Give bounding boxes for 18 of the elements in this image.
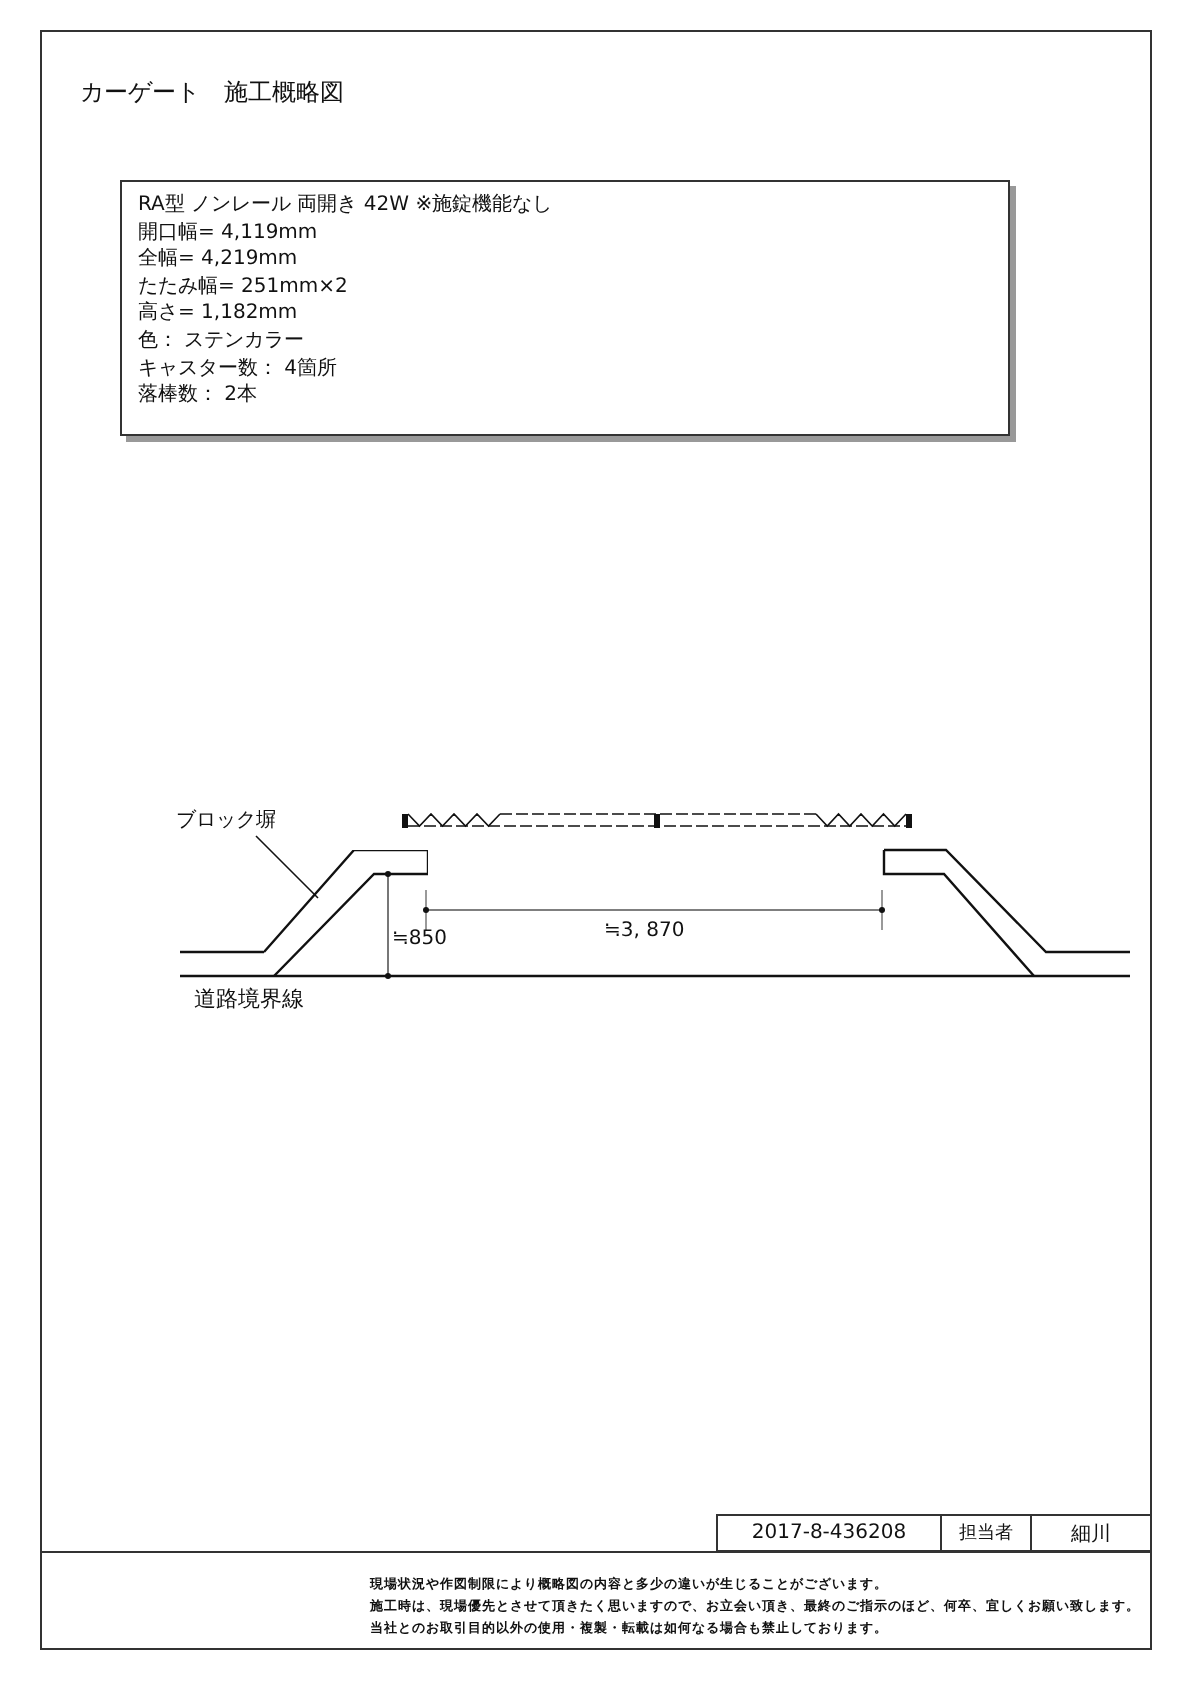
title-block-cell: 細川 [1030,1514,1152,1552]
spec-line: RA型 ノンレール 両開き 42W ※施錠機能なし [138,192,555,220]
drawing-title: カーゲート 施工概略図 [80,76,344,110]
spec-line: たたみ幅= 251mm×2 [138,273,350,301]
spec-line: 開口幅= 4,119mm [138,219,320,247]
title-block-cell: 担当者 [940,1514,1032,1552]
boundary-label: 道路境界線 [194,984,304,1014]
wall-label: ブロック塀 [176,806,276,834]
spec-line: 高さ= 1,182mm [138,300,300,328]
spec-line: キャスター数： 4箇所 [138,355,340,383]
title-block-cell: 2017-8-436208 [716,1514,942,1552]
dimension-text: ≒850 [392,928,447,950]
spec-line: 落棒数： 2本 [138,382,260,410]
dimension-text: ≒3, 870 [604,920,685,942]
spec-box [120,180,1010,436]
leader-line [255,835,319,899]
spec-line: 色： ステンカラー [138,327,307,356]
spec-line: 全幅= 4,219mm [138,246,300,274]
